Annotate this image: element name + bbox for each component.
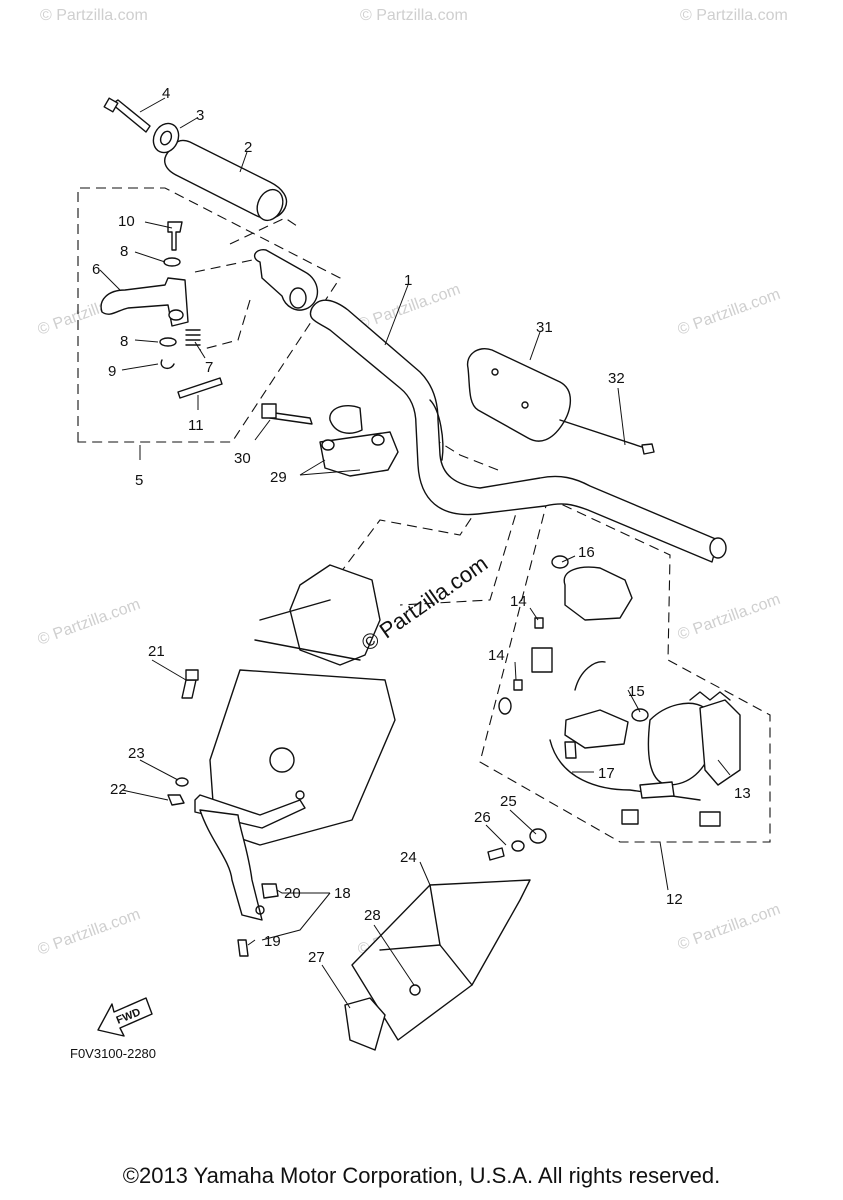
callout-27: 27 [308, 949, 325, 966]
watermark: © Partzilla.com [360, 7, 468, 24]
callout-26: 26 [474, 809, 491, 826]
callout-8-top: 8 [120, 243, 128, 260]
watermark: © Partzilla.com [680, 7, 788, 24]
watermark: © Partzilla.com [36, 596, 143, 649]
callout-2: 2 [244, 139, 252, 156]
fwd-arrow-icon: FWD [97, 997, 153, 1037]
callout-20: 20 [284, 885, 301, 902]
callout-29: 29 [270, 469, 287, 486]
callout-8-bottom: 8 [120, 333, 128, 350]
callout-7: 7 [205, 359, 213, 376]
column-fasteners [167, 669, 279, 957]
watermark: © Partzilla.com [676, 591, 783, 644]
diagram-code: F0V3100-2280 [70, 1046, 156, 1061]
switch-assembly [498, 555, 741, 827]
callout-6: 6 [92, 261, 100, 278]
grip-assembly [103, 97, 288, 222]
callout-17: 17 [598, 765, 615, 782]
callout-1: 1 [404, 272, 412, 289]
copyright-notice: ©2013 Yamaha Motor Corporation, U.S.A. A… [122, 1163, 721, 1188]
callout-23: 23 [128, 745, 145, 762]
callout-24: 24 [400, 849, 417, 866]
handlebar-holder [261, 403, 399, 477]
callout-15: 15 [628, 683, 645, 700]
guide-line [229, 217, 301, 245]
callout-30: 30 [234, 450, 251, 467]
lever-assembly [100, 221, 319, 399]
switch-assembly-boundary [479, 497, 771, 843]
guide-line [199, 299, 251, 351]
callout-labels: 4 3 2 1 10 8 6 8 9 7 11 5 30 29 31 32 16… [92, 85, 751, 966]
steering-column [194, 564, 396, 921]
handlebar [309, 299, 727, 563]
callout-13: 13 [734, 785, 751, 802]
callout-12: 12 [666, 891, 683, 908]
callout-28: 28 [364, 907, 381, 924]
storage-tray [344, 828, 547, 1051]
callout-11: 11 [188, 417, 204, 434]
guide-line [334, 504, 481, 581]
callout-25: 25 [500, 793, 517, 810]
watermark: © Partzilla.com [36, 906, 143, 959]
leader-lines [99, 97, 731, 1009]
callout-16: 16 [578, 544, 595, 561]
callout-18: 18 [334, 885, 351, 902]
watermark: © Partzilla.com [676, 901, 783, 954]
callout-3: 3 [196, 107, 204, 124]
watermark-layer: © Partzilla.com © Partzilla.com © Partzi… [36, 7, 788, 959]
callout-4: 4 [162, 85, 170, 102]
callout-10: 10 [118, 213, 135, 230]
watermark: © Partzilla.com [40, 7, 148, 24]
handlebar-pad [466, 348, 655, 455]
callout-9: 9 [108, 363, 116, 380]
callout-21: 21 [148, 643, 165, 660]
callout-19: 19 [264, 933, 281, 950]
watermark: © Partzilla.com [676, 286, 783, 339]
callout-5: 5 [135, 472, 143, 489]
guide-line [194, 257, 263, 273]
callout-14-bottom: 14 [488, 647, 505, 664]
callout-31: 31 [536, 319, 553, 336]
callout-32: 32 [608, 370, 625, 387]
guide-line [399, 499, 521, 606]
callout-14-top: 14 [510, 593, 527, 610]
callout-22: 22 [110, 781, 127, 798]
